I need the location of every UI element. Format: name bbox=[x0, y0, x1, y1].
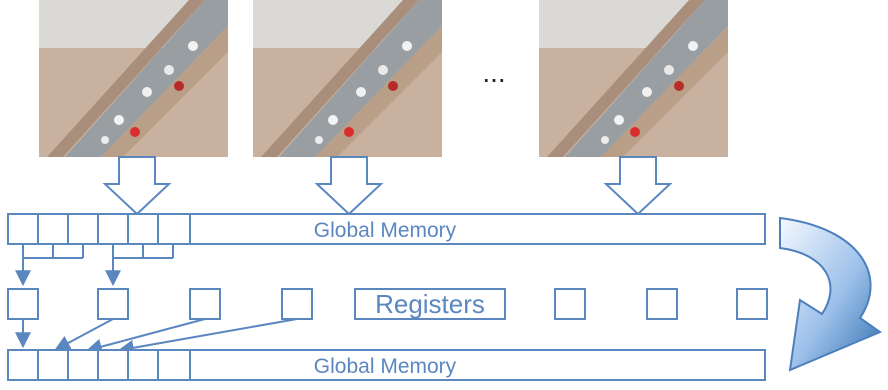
memory-cell bbox=[7, 213, 39, 245]
register-cell bbox=[736, 288, 768, 320]
memory-cell bbox=[7, 349, 39, 381]
memory-cell bbox=[37, 349, 69, 381]
traffic-frame-image-2 bbox=[253, 0, 442, 157]
down-arrow-3 bbox=[603, 156, 673, 216]
register-cell bbox=[281, 288, 313, 320]
register-cell bbox=[189, 288, 221, 320]
scatter-arrows bbox=[15, 318, 298, 356]
traffic-frame-image-3 bbox=[539, 0, 728, 157]
registers-label: Registers bbox=[375, 289, 485, 319]
frame-2 bbox=[253, 0, 442, 157]
register-cell bbox=[97, 288, 129, 320]
frame-1 bbox=[39, 0, 228, 157]
scatter-arrow-3 bbox=[85, 318, 206, 355]
memory-cell bbox=[127, 349, 159, 381]
memory-cell bbox=[157, 349, 191, 381]
down-arrow-1 bbox=[102, 156, 172, 216]
input-arrows bbox=[102, 156, 673, 216]
memory-cell bbox=[37, 213, 69, 245]
curved-arrow-body bbox=[779, 216, 883, 372]
curved-return-arrow bbox=[779, 216, 883, 372]
scatter-arrow-2 bbox=[54, 318, 114, 351]
bottom-global-memory: Global Memory bbox=[7, 349, 766, 381]
gather-connectors bbox=[15, 244, 174, 287]
bottom-memory-cells bbox=[7, 349, 191, 381]
frame-3 bbox=[539, 0, 728, 157]
bottom-memory-label: Global Memory bbox=[314, 355, 457, 378]
register-cell bbox=[646, 288, 678, 320]
top-memory-label: Global Memory bbox=[314, 219, 457, 242]
memory-cell bbox=[127, 213, 159, 245]
register-cell bbox=[7, 288, 39, 320]
ellipsis-text: ... bbox=[482, 57, 505, 88]
top-global-memory: Global Memory bbox=[7, 213, 766, 245]
registers-box bbox=[354, 288, 506, 320]
top-memory-cells bbox=[7, 213, 191, 245]
down-arrow-2 bbox=[314, 156, 384, 216]
memory-cell bbox=[97, 213, 129, 245]
bracket-right-group bbox=[112, 244, 174, 259]
memory-cell bbox=[67, 349, 99, 381]
memory-cell bbox=[97, 349, 129, 381]
register-cell bbox=[554, 288, 586, 320]
bracket-left-group bbox=[22, 244, 84, 259]
registers-row bbox=[7, 288, 768, 320]
traffic-frame-image-1 bbox=[39, 0, 228, 157]
memory-cell bbox=[157, 213, 191, 245]
memory-cell bbox=[67, 213, 99, 245]
scatter-arrow-4 bbox=[117, 318, 298, 356]
